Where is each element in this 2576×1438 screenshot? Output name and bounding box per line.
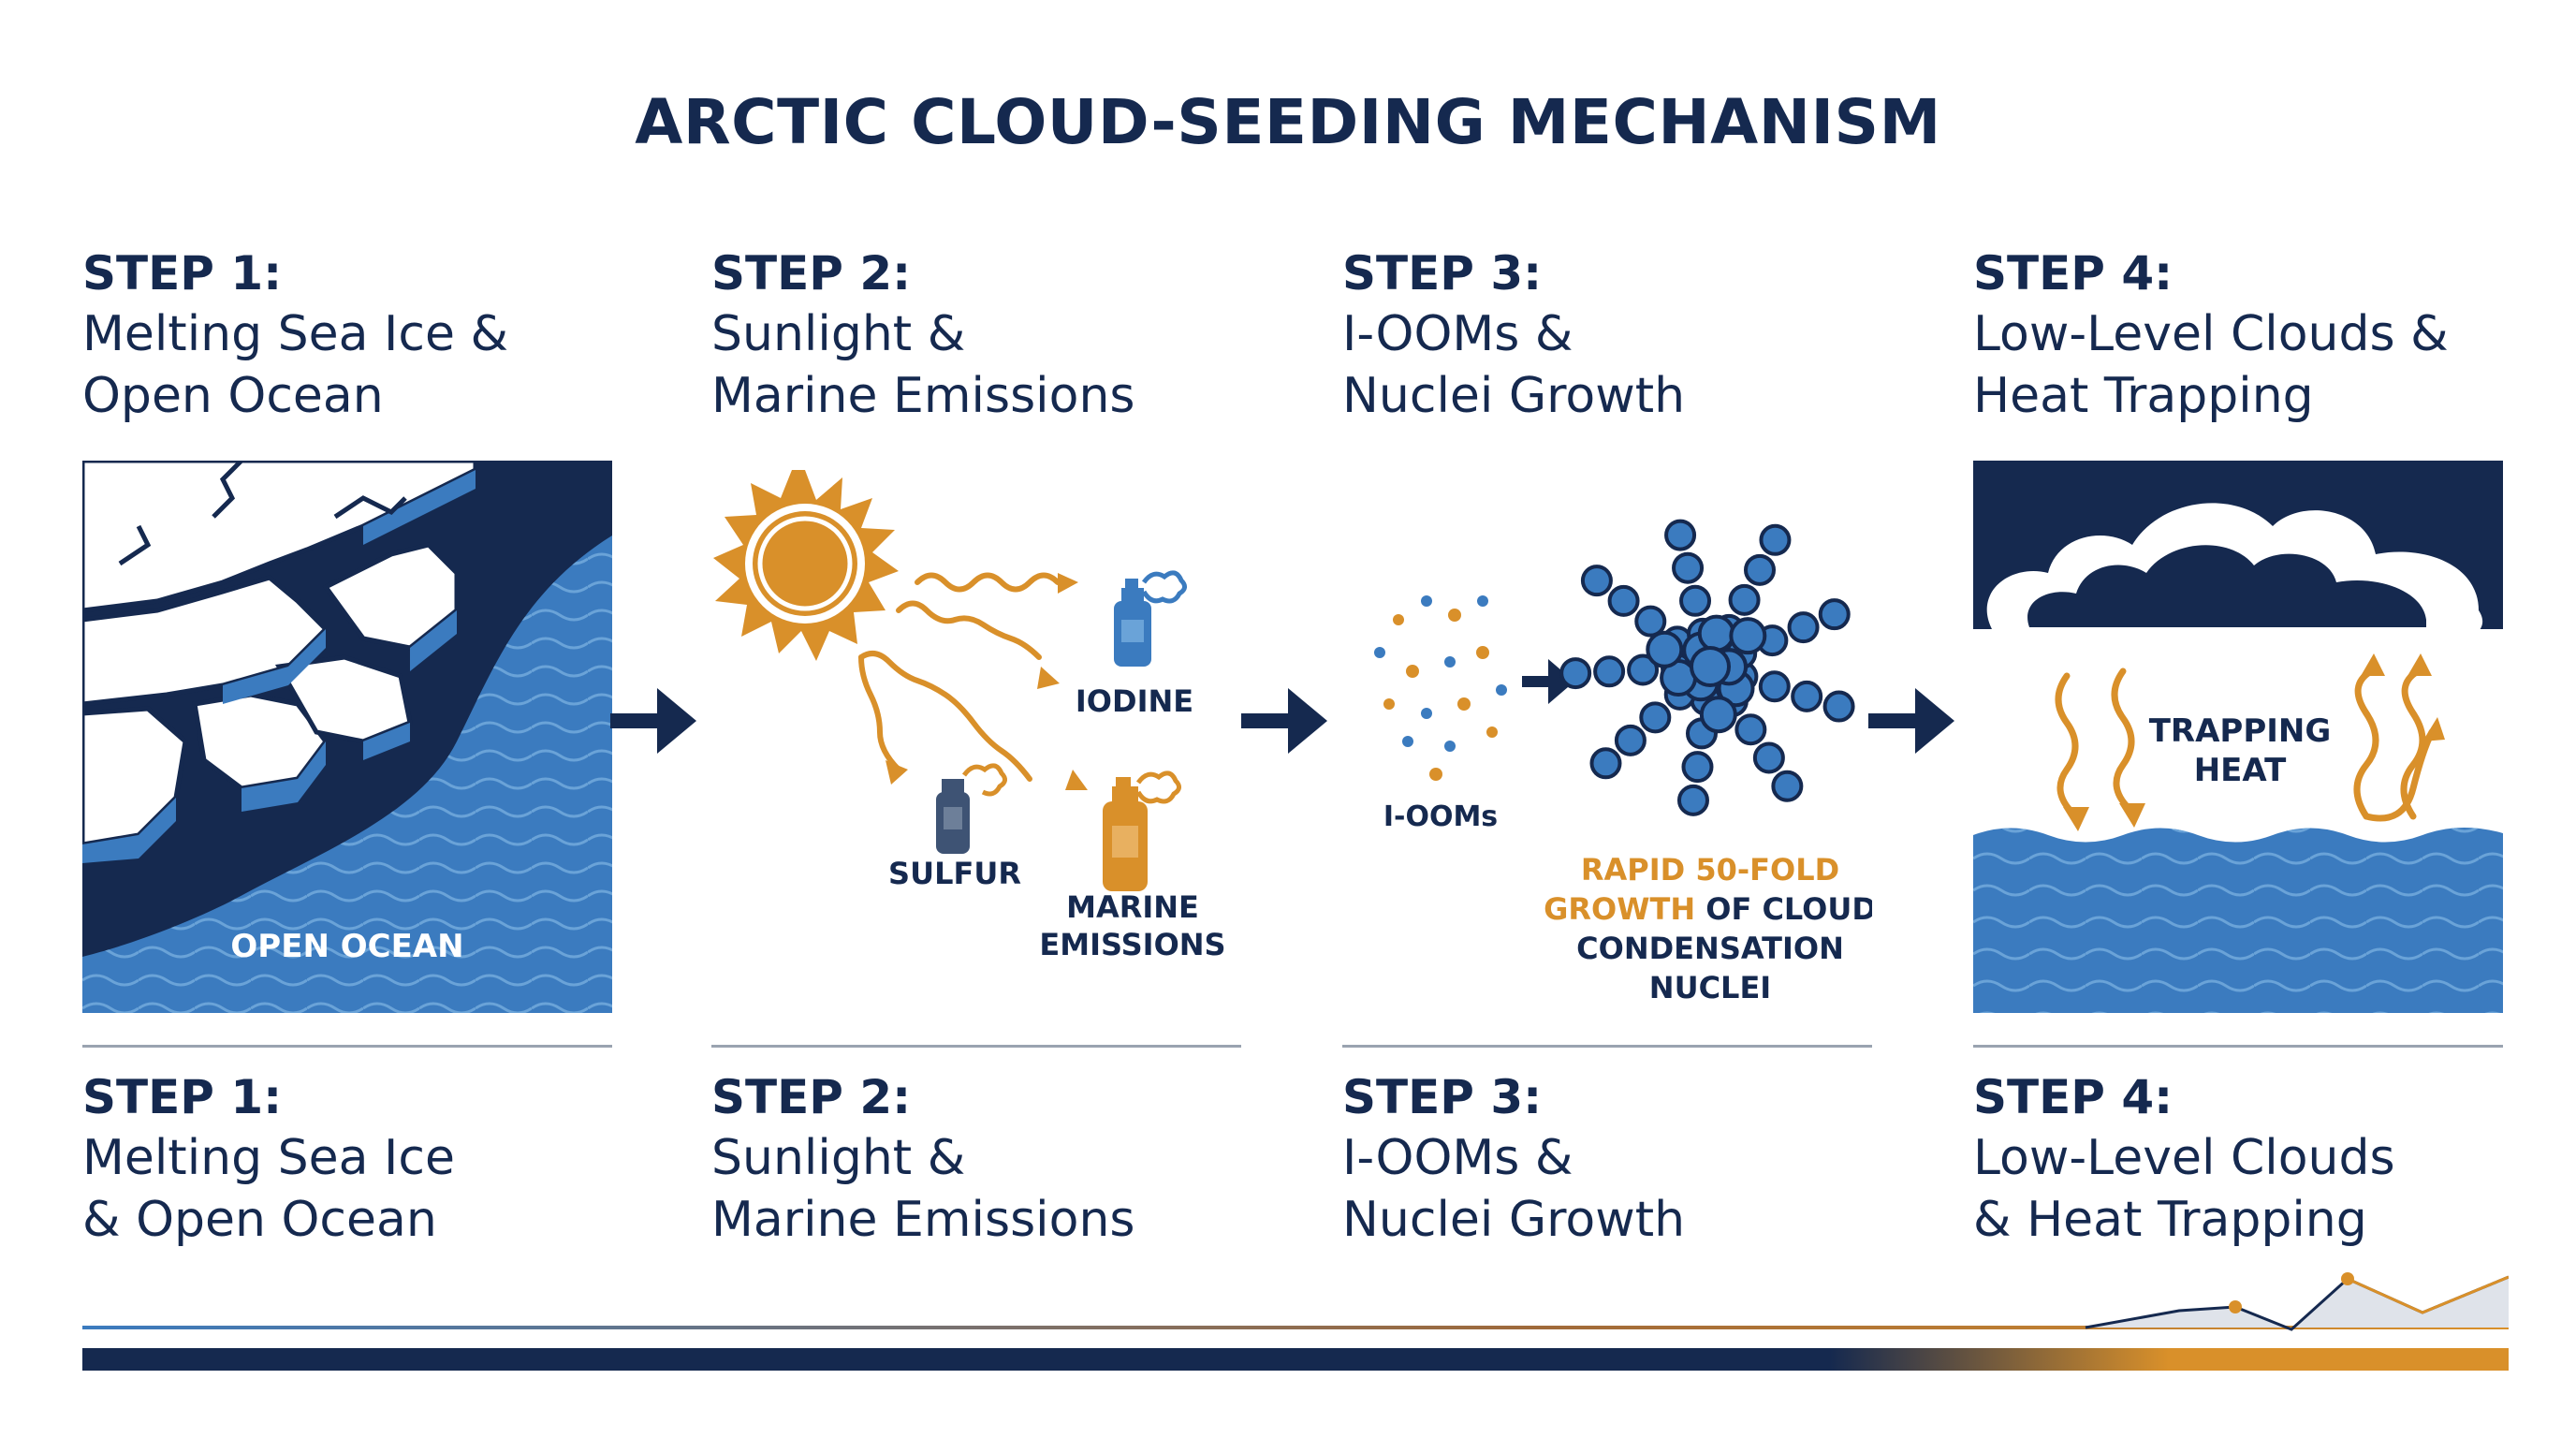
nucleus-particle xyxy=(1758,670,1791,703)
iodine-label: IODINE xyxy=(1076,683,1193,719)
nucleus-particle xyxy=(1627,653,1660,686)
nucleus-particle xyxy=(1791,680,1823,712)
nucleus-particle xyxy=(1729,617,1767,655)
growth-line-1: RAPID 50-FOLD xyxy=(1581,852,1839,888)
nucleus-particle xyxy=(1672,551,1705,584)
step-3-heading-top: STEP 3: I-OOMs & Nuclei Growth xyxy=(1342,243,1872,427)
heat-line-1: TRAPPING xyxy=(2149,712,2332,750)
step-number: STEP 1: xyxy=(82,1070,283,1124)
panel-sea-ice: OPEN OCEAN xyxy=(82,461,612,1013)
step-number: STEP 4: xyxy=(1973,1070,2174,1124)
divider xyxy=(1342,1045,1872,1048)
step-1-heading-top: STEP 1: Melting Sea Ice & Open Ocean xyxy=(82,243,612,427)
step-number: STEP 2: xyxy=(711,1070,912,1124)
nucleus-particle xyxy=(1589,747,1622,780)
sulfur-label: SULFUR xyxy=(888,856,1021,891)
cloud-icon xyxy=(1986,503,2483,637)
nucleus-particle xyxy=(1744,553,1777,586)
nucleus-particle xyxy=(1639,701,1672,734)
arrow-right-icon xyxy=(1241,688,1327,754)
of-cloud-text: OF CLOUD xyxy=(1695,891,1872,927)
step-number: STEP 3: xyxy=(1342,1070,1543,1124)
nucleus-particle xyxy=(1759,523,1792,556)
step-name: I-OOMs & Nuclei Growth xyxy=(1342,306,1686,424)
step-2-heading-bottom: STEP 2: Sunlight & Marine Emissions xyxy=(711,1067,1241,1251)
step-number: STEP 1: xyxy=(82,246,283,301)
step-3-heading-bottom: STEP 3: I-OOMs & Nuclei Growth xyxy=(1342,1067,1872,1251)
nucleus-particle xyxy=(1614,724,1647,756)
nucleus-particle xyxy=(1607,584,1640,617)
nucleus-particle xyxy=(1699,696,1737,734)
nucleus-particle xyxy=(1734,713,1767,746)
step-4-heading-top: STEP 4: Low-Level Clouds & Heat Trapping xyxy=(1973,243,2503,427)
sunlight-ray-arrows xyxy=(858,572,1061,782)
spray-can-icon xyxy=(1103,770,1181,891)
divider xyxy=(711,1045,1241,1048)
step-name: Melting Sea Ice & Open Ocean xyxy=(82,306,509,424)
step-name: Low-Level Clouds & Heat Trapping xyxy=(1973,306,2449,424)
step-number: STEP 3: xyxy=(1342,246,1543,301)
step-name: I-OOMs & Nuclei Growth xyxy=(1342,1130,1686,1248)
nucleus-particle xyxy=(1681,751,1714,784)
growth-word: GROWTH xyxy=(1544,891,1695,927)
growth-line-2: GROWTH OF CLOUD xyxy=(1544,891,1872,927)
sea-ice-illustration: OPEN OCEAN xyxy=(82,461,612,1013)
nucleus-particle xyxy=(1679,584,1712,617)
nucleus-particle xyxy=(1690,646,1731,687)
marine-label-line1: MARINE xyxy=(1066,889,1199,925)
marine-label-line2: EMISSIONS xyxy=(1039,927,1225,962)
nucleus-particle xyxy=(1593,655,1626,688)
nucleus-particle xyxy=(1818,598,1851,631)
nucleus-particle xyxy=(1822,690,1855,723)
nucleus-particle xyxy=(1771,770,1804,802)
nucleus-particle xyxy=(1559,657,1592,690)
divider xyxy=(1973,1045,2503,1048)
page-title: ARCTIC CLOUD-SEEDING MECHANISM xyxy=(635,86,1941,158)
iooms-label: I-OOMs xyxy=(1383,800,1498,833)
step-name: Sunlight & Marine Emissions xyxy=(711,306,1135,424)
growth-line-3: CONDENSATION xyxy=(1576,931,1844,966)
nucleus-particle xyxy=(1787,611,1820,644)
divider xyxy=(82,1045,612,1048)
particle-cluster-icon xyxy=(1559,519,1855,816)
nucleus-particle xyxy=(1646,630,1684,668)
spray-can-icon xyxy=(1114,570,1187,667)
arrow-right-icon xyxy=(1522,659,1574,704)
nucleus-particle xyxy=(1697,614,1735,653)
open-ocean-label: OPEN OCEAN xyxy=(230,928,463,965)
iooms-particles xyxy=(1374,595,1507,781)
step-4-heading-bottom: STEP 4: Low-Level Clouds & Heat Trapping xyxy=(1973,1067,2503,1251)
step-name: Sunlight & Marine Emissions xyxy=(711,1130,1135,1248)
step-name: Melting Sea Ice & Open Ocean xyxy=(82,1130,455,1248)
nucleus-particle xyxy=(1676,784,1709,816)
nucleus-particle xyxy=(1634,605,1667,638)
arrow-right-icon xyxy=(610,688,696,754)
panel-clouds-heat: TRAPPING HEAT xyxy=(1973,461,2503,1013)
arrow-right-icon xyxy=(1868,688,1954,754)
nucleus-particle xyxy=(1664,519,1697,551)
heat-arrow-icon xyxy=(2055,668,2436,822)
spray-can-icon xyxy=(936,763,1007,854)
step-2-heading-top: STEP 2: Sunlight & Marine Emissions xyxy=(711,243,1241,427)
sun-icon xyxy=(713,470,899,661)
step-number: STEP 4: xyxy=(1973,246,2174,301)
step-name: Low-Level Clouds & Heat Trapping xyxy=(1973,1130,2395,1248)
step-1-heading-bottom: STEP 1: Melting Sea Ice & Open Ocean xyxy=(82,1067,612,1251)
panel-iooms-nuclei: I-OOMs RAPID 50-FOLD GROWTH OF CLOUD CON… xyxy=(1342,461,1872,1013)
nucleus-particle xyxy=(1728,583,1761,616)
heat-line-2: HEAT xyxy=(2194,752,2287,789)
growth-line-4: NUCLEI xyxy=(1649,970,1771,1005)
step-number: STEP 2: xyxy=(711,246,912,301)
nucleus-particle xyxy=(1580,565,1613,597)
panel-sunlight-emissions: IODINE SULFUR MARINE EMISSIONS xyxy=(711,461,1241,1013)
nucleus-particle xyxy=(1752,741,1785,774)
footer-decoration xyxy=(82,1272,2509,1371)
